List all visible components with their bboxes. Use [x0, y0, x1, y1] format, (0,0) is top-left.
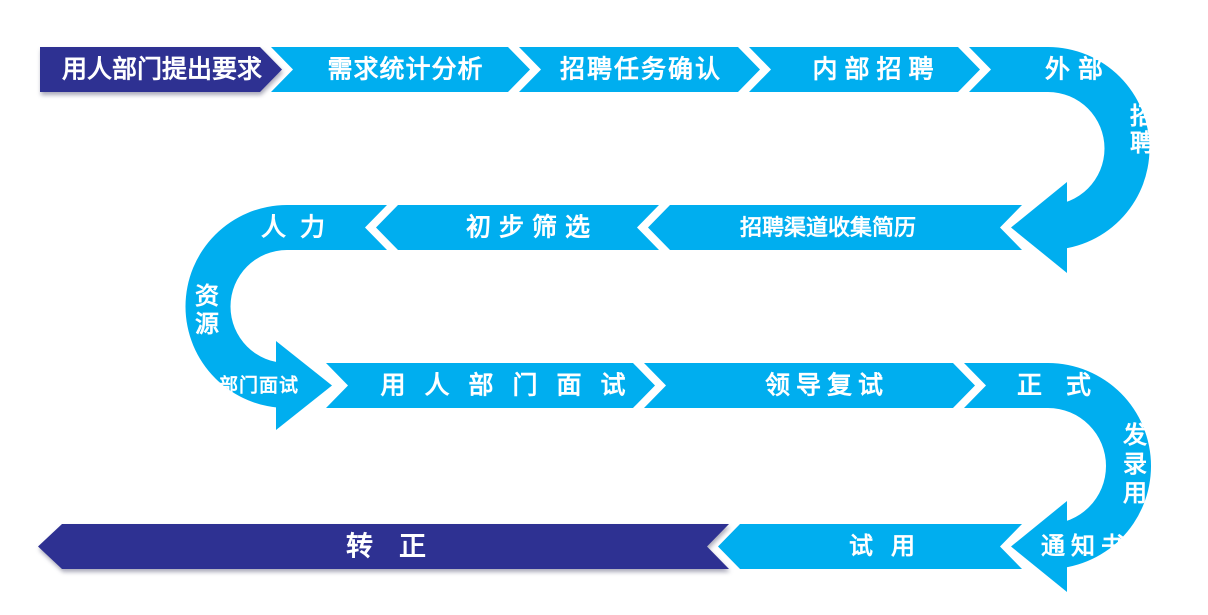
- segment-hiring-dept-interview-shape: [326, 363, 655, 408]
- step-11-label-bottom: 通知书: [1041, 533, 1131, 560]
- step-6-label: 招聘渠道收集简历: [739, 215, 917, 240]
- segment-probation-shape: [718, 524, 1022, 569]
- curve-arrowhead-right-bottom-icon: [1011, 501, 1067, 592]
- step-8-label-bottom: 部门面试: [218, 375, 300, 397]
- step-3-label: 招聘任务确认: [559, 55, 723, 84]
- step-8-label-top: 人力: [260, 213, 340, 242]
- segment-hr-interview-curve-shape: [185, 205, 387, 408]
- step-12-label: 试用: [849, 533, 933, 560]
- segment-internal-recruit-shape: [749, 47, 980, 92]
- step-13-label: 转正: [346, 531, 452, 562]
- segment-leader-reinterview-shape: [644, 363, 975, 408]
- step-2-label: 需求统计分析: [327, 55, 484, 84]
- step-11-label-top: 正式: [1016, 371, 1116, 400]
- step-4-label: 内部招聘: [812, 55, 941, 84]
- curve-arrowhead-right-top-icon: [1011, 182, 1067, 273]
- segment-external-recruit-curve-shape: [969, 47, 1150, 250]
- step-5-label-side: 招聘: [1125, 103, 1153, 157]
- step-11-label-side: 发录用: [1118, 422, 1146, 509]
- step-5-label-top: 外部: [1044, 55, 1112, 84]
- segment-offer-notice-curve-shape: [964, 363, 1151, 569]
- step-9-label: 用人部门面试: [380, 371, 645, 400]
- curve-arrowhead-left-icon: [276, 341, 332, 430]
- step-10-label: 领导复试: [764, 371, 890, 400]
- segment-regularization-shape: [38, 524, 729, 569]
- step-7-label: 初步筛选: [465, 213, 599, 242]
- segment-task-confirm-shape: [519, 47, 760, 92]
- segment-department-request-shape: [40, 47, 282, 92]
- segment-first-screening-shape: [376, 205, 659, 250]
- segment-collect-resumes-shape: [648, 205, 1022, 250]
- step-1-label: 用人部门提出要求: [61, 55, 263, 84]
- segment-demand-analysis-shape: [271, 47, 530, 92]
- step-8-label-side: 资源: [190, 283, 218, 339]
